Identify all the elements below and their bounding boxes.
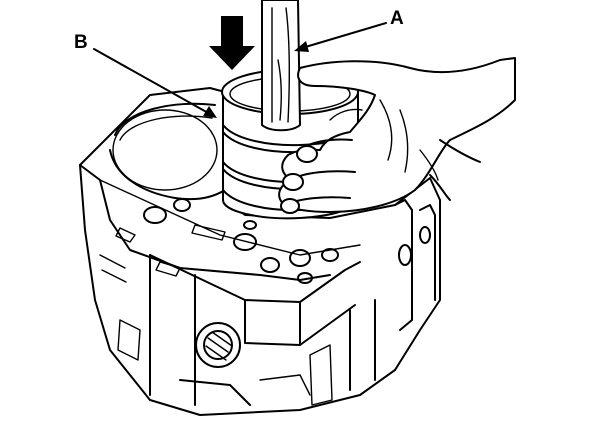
callout-label-b: B: [74, 32, 88, 53]
push-down-arrow: [209, 16, 255, 70]
callout-b-leader: [93, 48, 217, 118]
hand: [278, 57, 516, 214]
callout-label-a: A: [390, 8, 404, 29]
engine-block: [79, 87, 441, 416]
hammer-handle: [261, 0, 301, 132]
callout-a-leader: [294, 22, 387, 52]
